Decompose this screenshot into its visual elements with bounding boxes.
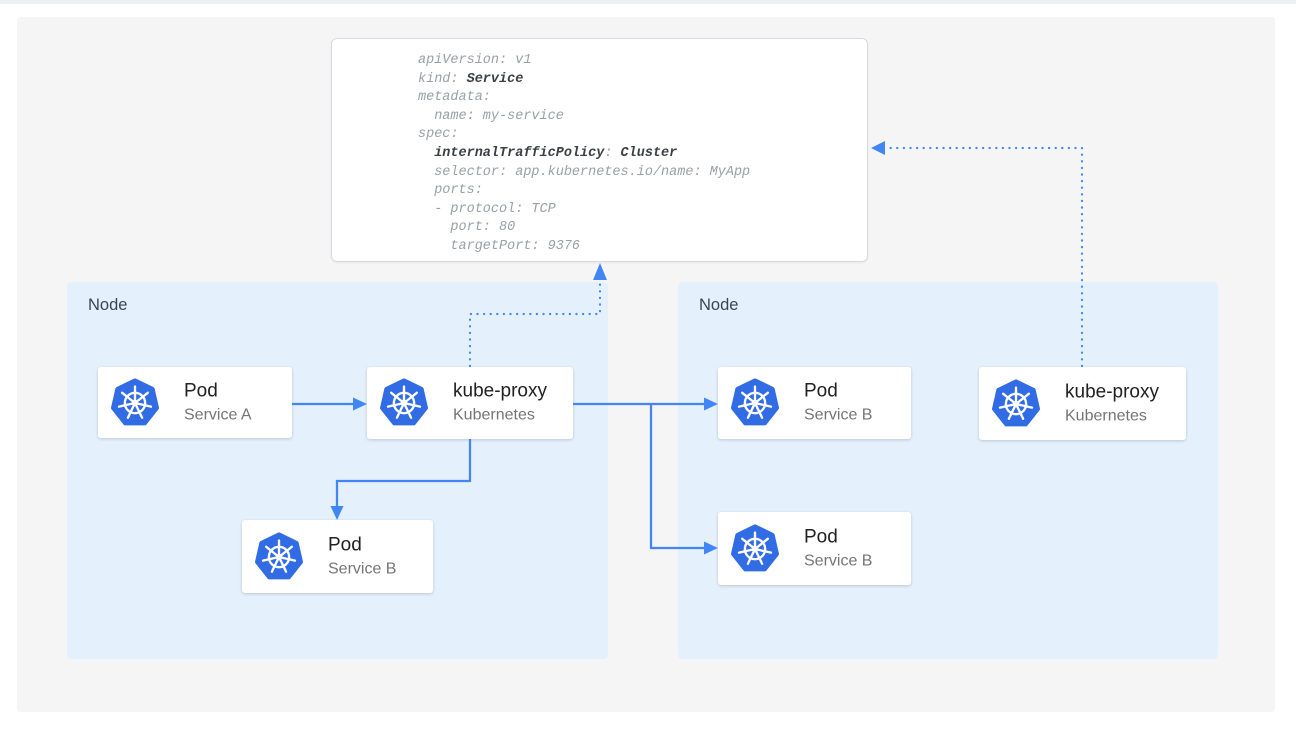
card-title: kube-proxy [453, 380, 547, 402]
kubernetes-icon [989, 379, 1043, 429]
yaml-line: name: my-service [418, 108, 564, 124]
card-subtitle: Service B [804, 552, 873, 569]
kubernetes-icon [728, 378, 782, 428]
card-subtitle: Kubernetes [1065, 407, 1147, 424]
yaml-line: port: 80 [418, 220, 516, 236]
card-title: Pod [184, 380, 218, 401]
yaml-line: selector: app.kubernetes.io/name: MyApp [418, 164, 751, 180]
card-title: Pod [804, 380, 838, 402]
kube-proxy-left-card: kube-proxy Kubernetes [367, 367, 573, 439]
node-label: Node [699, 296, 739, 314]
kube-proxy-right-card: kube-proxy Kubernetes [979, 367, 1186, 440]
card-title: Pod [328, 534, 362, 555]
pod-service-b-left-card: Pod Service B [242, 520, 433, 593]
yaml-line: ports: [418, 183, 483, 199]
kubernetes-icon [728, 524, 782, 574]
yaml-line: spec: [418, 127, 459, 143]
card-title: kube-proxy [1065, 381, 1159, 402]
pod-service-b-right-card-2: Pod Service B [718, 512, 911, 585]
yaml-line: targetPort: 9376 [418, 238, 581, 254]
yaml-line: internalTrafficPolicy: Cluster [434, 145, 678, 161]
pod-service-b-right-card-1: Pod Service B [718, 367, 911, 439]
card-subtitle: Service B [804, 406, 873, 424]
kubernetes-icon [252, 532, 306, 582]
node-box-left: Node [67, 282, 608, 659]
kubernetes-icon [377, 378, 431, 428]
top-accent-bar [0, 0, 1296, 4]
yaml-line: kind: Service [418, 71, 524, 87]
card-title: Pod [804, 526, 838, 547]
kubernetes-icon [108, 378, 162, 428]
yaml-line: metadata: [418, 90, 491, 106]
yaml-line: apiVersion: v1 [418, 53, 532, 68]
yaml-line: - protocol: TCP [418, 201, 556, 217]
node-label: Node [88, 296, 128, 314]
pod-service-a-card: Pod Service A [98, 367, 292, 438]
service-yaml-card: apiVersion: v1 kind: Service metadata: n… [331, 38, 868, 262]
card-subtitle: Kubernetes [453, 406, 535, 424]
card-subtitle: Service B [328, 560, 397, 577]
card-subtitle: Service A [184, 406, 252, 423]
node-box-right: Node [678, 282, 1218, 659]
